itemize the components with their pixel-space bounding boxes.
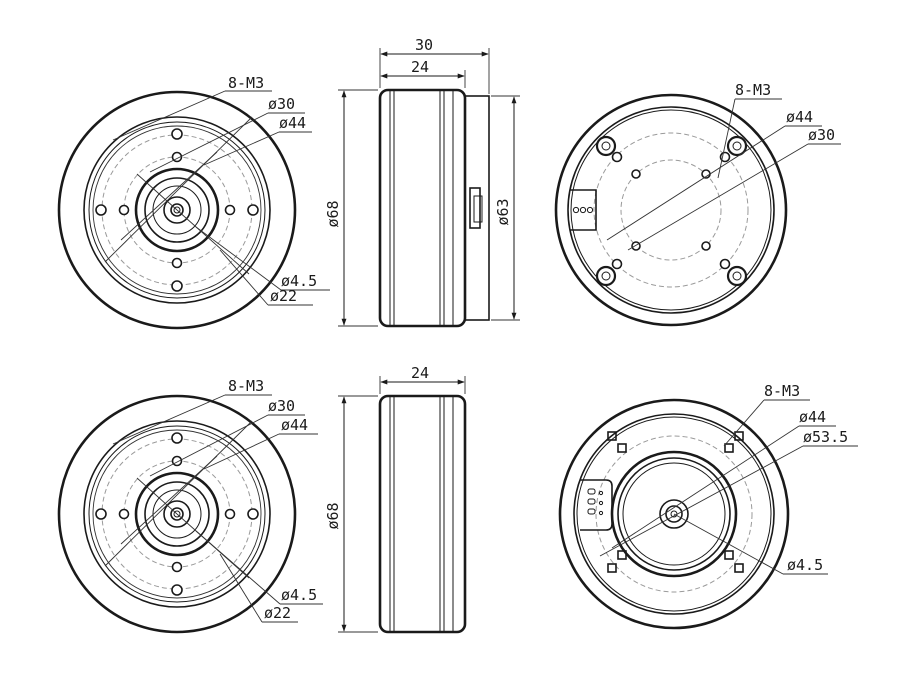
bottom-front-d30-label: ø30 (268, 397, 295, 415)
top-front-d45-label: ø4.5 (281, 272, 317, 290)
top-side-width-total: 30 (415, 36, 433, 54)
bottom-back-holes-label: 8-M3 (764, 382, 800, 400)
bottom-front-d44-label: ø44 (281, 416, 308, 434)
top-front-d30-label: ø30 (268, 95, 295, 113)
top-back-d44-label: ø44 (786, 108, 813, 126)
bottom-side-view: 24 ø68 (324, 364, 467, 634)
top-back-d30-label: ø30 (808, 126, 835, 144)
top-side-view: 30 24 ø68 ø63 (324, 36, 520, 328)
bottom-front-holes-label: 8-M3 (228, 377, 264, 395)
top-back-holes-label: 8-M3 (735, 81, 771, 99)
bottom-back-view: 8-M3 ø44 ø53.5 ø4.5 (558, 382, 858, 630)
bottom-front-d22-label: ø22 (264, 604, 291, 622)
bottom-front-d45-label: ø4.5 (281, 586, 317, 604)
bottom-side-width-body: 24 (411, 364, 429, 382)
top-side-diameter-back: ø63 (494, 198, 512, 225)
bottom-back-d44-label: ø44 (799, 408, 826, 426)
top-side-diameter-body: ø68 (324, 200, 342, 227)
top-front-d44-label: ø44 (279, 114, 306, 132)
bottom-front-view: 8-M3 ø30 ø44 ø4.5 ø22 (57, 377, 323, 634)
bottom-back-d45-label: ø4.5 (787, 556, 823, 574)
top-back-view: 8-M3 ø44 ø30 (554, 81, 841, 327)
top-front-d22-label: ø22 (270, 287, 297, 305)
bottom-side-diameter-body: ø68 (324, 502, 342, 529)
top-front-view: 8-M3 ø30 ø44 ø4.5 ø22 (57, 74, 330, 330)
top-front-holes-label: 8-M3 (228, 74, 264, 92)
bottom-back-d535-label: ø53.5 (803, 428, 848, 446)
top-side-width-body: 24 (411, 58, 429, 76)
